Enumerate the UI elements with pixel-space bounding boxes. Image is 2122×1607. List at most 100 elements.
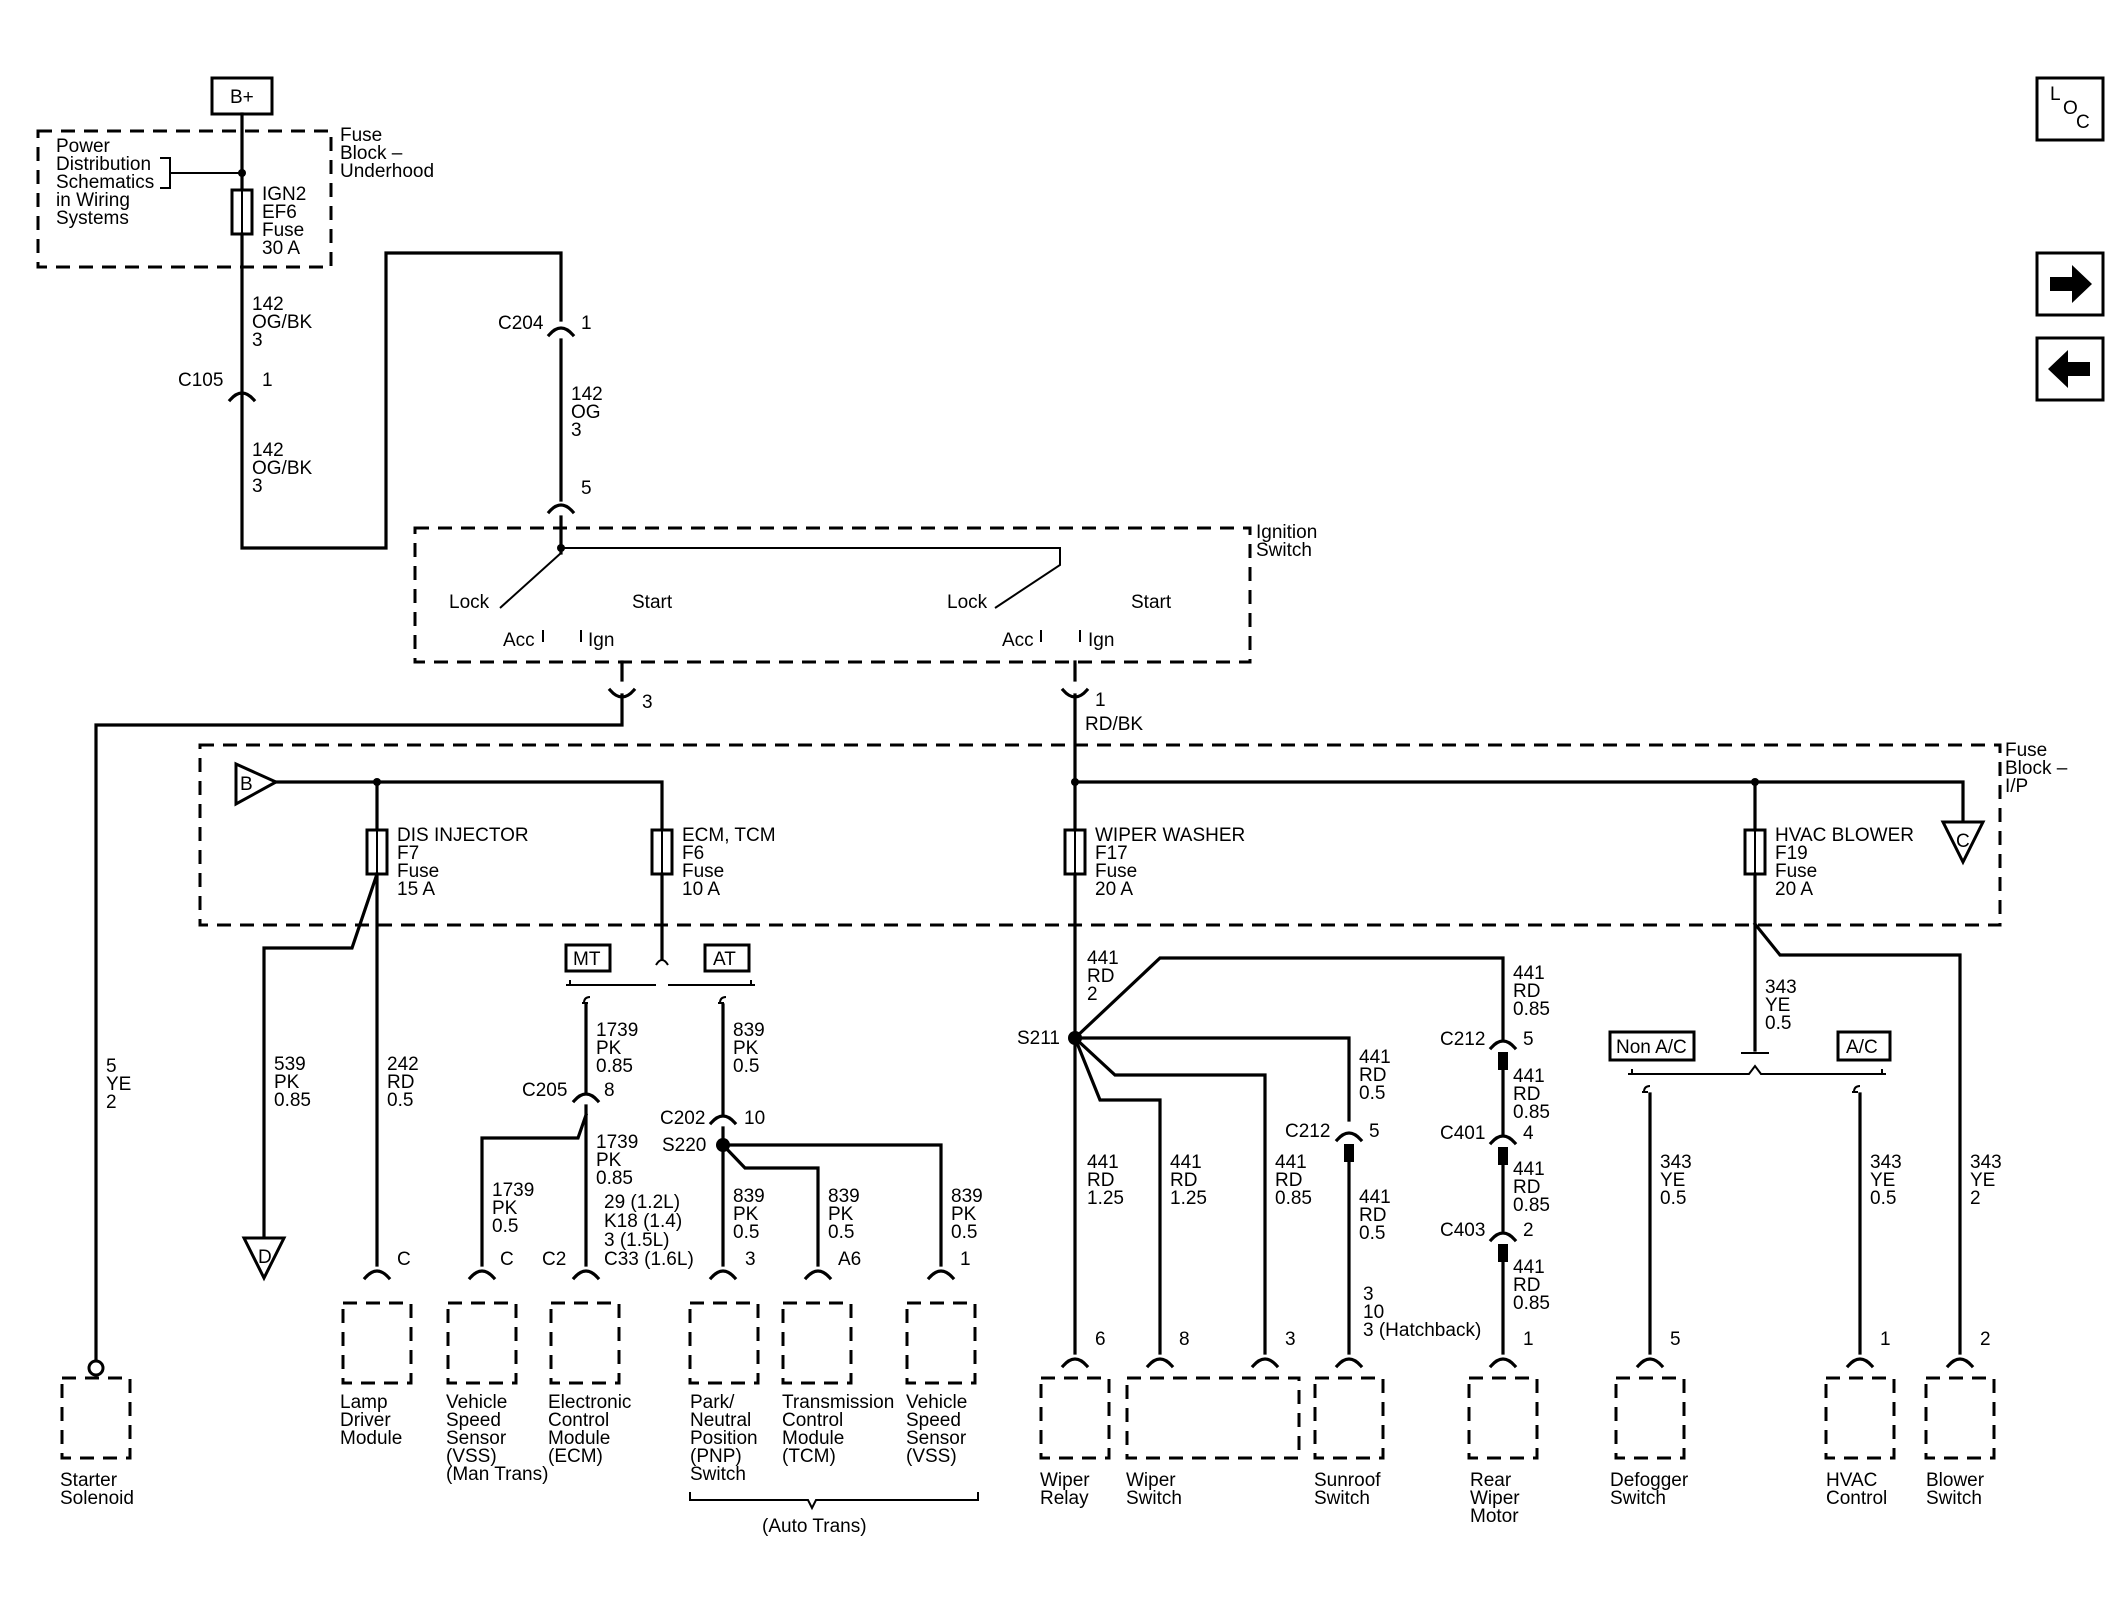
svg-text:Control: Control [782,1410,843,1431]
svg-text:Vehicle: Vehicle [446,1392,507,1413]
svg-text:1: 1 [581,313,592,334]
fuse-f6-label: ECM, TCM F6 Fuse 10 A [682,825,776,900]
svg-text:Sensor: Sensor [906,1428,967,1449]
underhood-fuse-block-label: Fuse Block – Underhood [340,125,434,182]
blower-switch [1924,1376,1996,1460]
c212-a-connector [1488,1039,1518,1051]
forward-button[interactable] [2035,251,2105,317]
svg-text:Control: Control [1826,1488,1887,1509]
svg-text:Module: Module [340,1428,402,1449]
svg-text:Driver: Driver [340,1410,391,1431]
svg-text:PK: PK [274,1072,300,1093]
svg-text:0.85: 0.85 [1513,1195,1550,1216]
svg-text:PK: PK [733,1038,759,1059]
c202-connector [708,1114,738,1126]
svg-text:Position: Position [690,1428,758,1449]
wire-441-sun-a: 441 RD 0.5 [1359,1047,1391,1104]
svg-text:29 (1.2L): 29 (1.2L) [604,1192,680,1213]
fuse-f19-label: HVAC BLOWER F19 Fuse 20 A [1775,825,1914,900]
defogger-connector [1635,1357,1665,1369]
back-button[interactable] [2035,336,2105,402]
wire-1739-b: 1739 PK 0.85 [596,1132,638,1189]
svg-text:0.85: 0.85 [596,1056,633,1077]
c403-connector [1488,1231,1518,1243]
svg-text:1.25: 1.25 [1087,1188,1124,1209]
c212-b-connector [1334,1131,1364,1143]
svg-text:Park/: Park/ [690,1392,735,1413]
c401-label: C401 [1440,1123,1485,1144]
svg-text:2: 2 [106,1092,117,1113]
blower-switch-label: Blower Switch [1926,1470,1985,1509]
svg-text:D: D [258,1247,272,1268]
svg-text:Sensor: Sensor [446,1428,507,1449]
svg-text:343: 343 [1660,1152,1692,1173]
wire-142-og: 142 OG 3 [571,384,603,441]
wire-441-rear-b: 441 RD 0.85 [1513,1066,1550,1123]
svg-text:Rear: Rear [1470,1470,1512,1491]
wiper-switch [1125,1376,1301,1460]
svg-text:20 A: 20 A [1095,879,1133,900]
c205-label: C205 [522,1080,567,1101]
wire-5-ye: 5 YE 2 [106,1056,131,1113]
svg-text:RD: RD [1513,1275,1540,1296]
sunroof-switch-label: Sunroof Switch [1314,1470,1381,1509]
svg-text:Distribution: Distribution [56,154,151,175]
svg-text:0.85: 0.85 [274,1090,311,1111]
svg-text:RD: RD [1359,1205,1386,1226]
loc-letter-c: C [2076,112,2090,133]
wire-441-sun-b: 441 RD 0.5 [1359,1187,1391,1244]
svg-text:2: 2 [1523,1220,1534,1241]
svg-text:0.5: 0.5 [1359,1083,1385,1104]
loc-button[interactable]: L O C [2035,76,2105,142]
svg-text:0.85: 0.85 [596,1168,633,1189]
svg-text:F19: F19 [1775,843,1808,864]
svg-text:I/P: I/P [2005,776,2028,797]
svg-text:441: 441 [1513,1159,1545,1180]
svg-text:1739: 1739 [596,1132,638,1153]
svg-text:Wiper: Wiper [1040,1470,1090,1491]
wire-1739-c: 1739 PK 0.5 [492,1180,534,1237]
rear-wiper-motor [1467,1376,1539,1460]
wire-839-b: 839 PK 0.5 [733,1186,765,1243]
lamp-driver-module-label: Lamp Driver Module [340,1392,402,1449]
svg-text:441: 441 [1359,1187,1391,1208]
svg-text:C33 (1.6L): C33 (1.6L) [604,1249,694,1270]
vss-man-trans [446,1301,518,1385]
wire-441-rear-d: 441 RD 0.85 [1513,1257,1550,1314]
svg-text:0.5: 0.5 [1870,1188,1896,1209]
rear-wiper-connector [1488,1357,1518,1369]
svg-text:3: 3 [1285,1329,1296,1350]
svg-text:RD: RD [1513,1177,1540,1198]
ref-b-triangle [234,761,280,807]
svg-text:Block –: Block – [340,143,403,164]
ign-start-1: Start [632,592,673,613]
svg-text:Electronic: Electronic [548,1392,631,1413]
svg-text:0.85: 0.85 [1513,1102,1550,1123]
svg-text:15 A: 15 A [397,879,435,900]
svg-text:Fuse: Fuse [340,125,382,146]
sunroof-connector [1334,1357,1364,1369]
c105-label: C105 [178,370,223,391]
svg-text:F6: F6 [682,843,704,864]
option-at [703,943,751,973]
svg-text:Switch: Switch [1126,1488,1182,1509]
svg-text:RD: RD [1087,966,1114,987]
svg-text:RD: RD [1513,981,1540,1002]
defogger-switch [1614,1376,1686,1460]
svg-text:0.5: 0.5 [1765,1013,1791,1034]
svg-text:(VSS): (VSS) [446,1446,497,1467]
svg-text:Blower: Blower [1926,1470,1985,1491]
svg-text:A6: A6 [838,1249,861,1270]
c204-label: C204 [498,313,544,334]
svg-text:Systems: Systems [56,208,129,229]
defogger-switch-label: Defogger Switch [1610,1470,1689,1509]
svg-text:Transmission: Transmission [782,1392,894,1413]
c205-connector [571,1092,601,1104]
tcm-module-label: Transmission Control Module (TCM) [782,1392,894,1467]
ecm-module [549,1301,621,1385]
fuse-f17-label: WIPER WASHER F17 Fuse 20 A [1095,825,1245,900]
starter-terminal [87,1359,105,1377]
svg-text:Switch: Switch [1314,1488,1370,1509]
starter-solenoid [60,1376,132,1460]
pnp-switch [688,1301,760,1385]
